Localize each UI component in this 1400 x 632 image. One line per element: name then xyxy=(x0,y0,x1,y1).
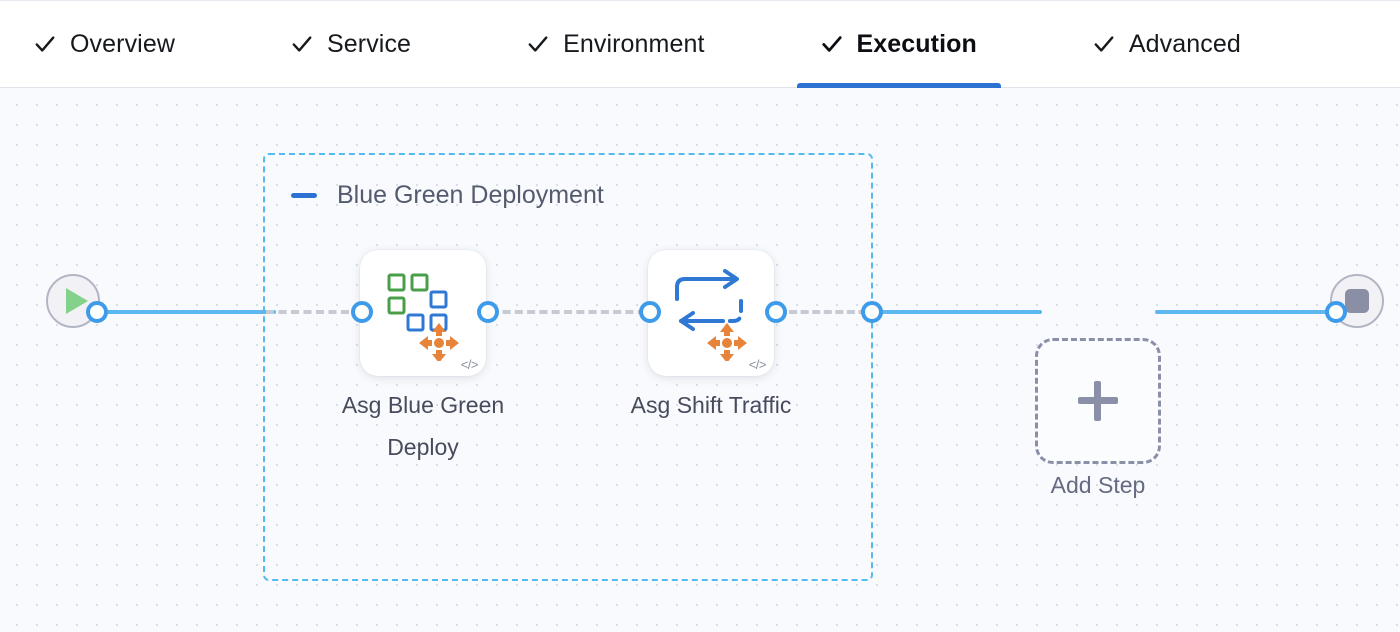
play-icon xyxy=(65,288,88,314)
tab-advanced[interactable]: Advanced xyxy=(1093,0,1271,88)
tab-label: Service xyxy=(327,29,412,58)
tab-label: Environment xyxy=(563,29,705,58)
active-tab-indicator xyxy=(796,83,1001,88)
tab-label: Advanced xyxy=(1128,29,1241,58)
tab-service[interactable]: Service xyxy=(291,0,441,88)
connector-group-entry xyxy=(266,310,374,314)
connector-dot-step2-out[interactable] xyxy=(765,301,787,323)
connector-dot-start[interactable] xyxy=(86,301,108,323)
stage-group-blue-green-deployment[interactable]: Blue Green Deployment xyxy=(263,153,873,581)
add-step-node[interactable]: Add Step xyxy=(1035,338,1161,498)
connector-dot-step1-out[interactable] xyxy=(477,301,499,323)
tab-label: Overview xyxy=(70,29,175,58)
check-icon xyxy=(292,36,312,52)
stage-group-title: Blue Green Deployment xyxy=(337,181,604,209)
tab-execution[interactable]: Execution xyxy=(796,0,1007,88)
connector-addstep-to-end xyxy=(1155,310,1335,314)
code-badge: </> xyxy=(460,357,479,372)
connector-dot-group-exit[interactable] xyxy=(861,301,883,323)
add-step-label: Add Step xyxy=(1050,472,1146,498)
check-icon xyxy=(528,36,548,52)
step-node-asg-shift-traffic[interactable]: </> Asg Shift Traffic xyxy=(631,250,791,418)
connector-dot-end[interactable] xyxy=(1325,301,1347,323)
step-card[interactable]: </> xyxy=(360,250,486,376)
stage-group-header[interactable]: Blue Green Deployment xyxy=(291,181,604,210)
tab-environment[interactable]: Environment xyxy=(527,0,734,88)
connector-group-to-addstep xyxy=(870,310,1042,314)
connector-dot-step2-in[interactable] xyxy=(639,301,661,323)
stop-icon xyxy=(1345,289,1369,313)
connector-group-exit xyxy=(766,310,878,314)
wizard-tab-bar: Overview Service Environment Execution xyxy=(0,0,1400,88)
connector-dot-step1-in[interactable] xyxy=(351,301,373,323)
step-node-asg-blue-green-deploy[interactable]: </> Asg Blue Green Deploy xyxy=(342,250,504,460)
execution-canvas[interactable]: Blue Green Deployment xyxy=(0,88,1400,632)
asg-blue-green-deploy-icon xyxy=(387,273,459,361)
code-badge: </> xyxy=(748,357,767,372)
asg-shift-traffic-icon xyxy=(675,269,747,361)
tab-label: Execution xyxy=(856,29,977,58)
plus-icon xyxy=(1078,381,1118,421)
check-icon xyxy=(1094,36,1114,52)
check-icon xyxy=(35,36,55,52)
step-card[interactable]: </> xyxy=(648,250,774,376)
connector-start-to-group xyxy=(96,310,276,314)
minus-icon[interactable] xyxy=(291,193,317,198)
add-step-button[interactable] xyxy=(1035,338,1161,464)
step-label: Asg Blue Green Deploy xyxy=(341,392,505,460)
step-label: Asg Shift Traffic xyxy=(630,392,792,418)
tab-overview[interactable]: Overview xyxy=(34,0,205,88)
check-icon xyxy=(821,36,842,52)
connector-step1-to-step2 xyxy=(478,310,658,314)
